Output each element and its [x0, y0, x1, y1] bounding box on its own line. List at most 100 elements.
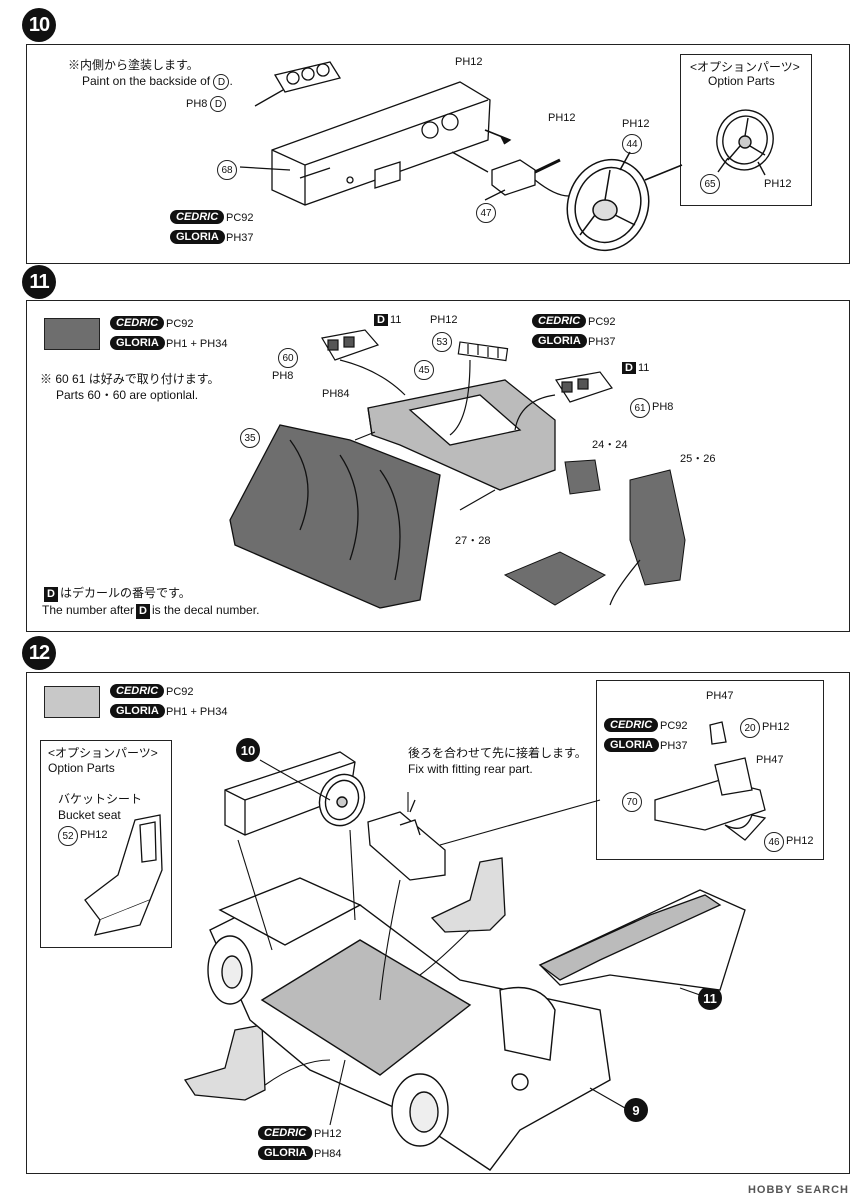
cedric-badge-11b: CEDRIC: [532, 314, 587, 328]
step-12-guide-lines: [237, 759, 701, 1126]
step-11-note-jp: ※ 60 61 は好みで取り付けます。: [40, 372, 220, 386]
vent-53-drawing: [457, 341, 509, 362]
option-title-en-12: Option Parts: [48, 761, 115, 775]
part-45: 45: [414, 360, 434, 380]
console-subassembly-box: [596, 680, 824, 860]
ref-ph47-20: PH47: [756, 754, 784, 766]
part-60: 60: [278, 348, 298, 368]
cedric-badge-sub: CEDRIC: [604, 718, 659, 732]
gloria-badge-sub: GLORIA: [604, 738, 659, 752]
step-10-ref-opt-wheel: PH12: [764, 178, 792, 190]
part-70: 70: [622, 792, 642, 812]
cedric-badge-12: CEDRIC: [110, 684, 165, 698]
cedric-ref-10: PC92: [226, 212, 254, 224]
cedric-ref-floor: PH12: [314, 1128, 342, 1140]
part-46: 46: [764, 832, 784, 852]
callout-step-10: 10: [236, 738, 260, 762]
step-12-number: 12: [22, 636, 56, 670]
step-11-panel: [26, 300, 850, 632]
ref-ph12-46: PH12: [786, 835, 814, 847]
ref-ph8-61: PH8: [652, 401, 674, 413]
step-10-ref-dash: PH12: [455, 56, 483, 68]
step-11-number: 11: [22, 265, 56, 299]
step-11-note-en: Parts 60・60 are optionlal.: [56, 388, 199, 402]
gloria-badge-11b: GLORIA: [532, 334, 587, 348]
gloria-ref-floor: PH84: [314, 1148, 342, 1160]
part-53: 53: [432, 332, 452, 352]
callout-step-9: 9: [624, 1098, 648, 1122]
part-24-24: 24・24: [592, 439, 628, 451]
callout-step-11: 11: [698, 986, 722, 1010]
dashboard-drawing: [239, 81, 512, 206]
rear-seat-drawing: [229, 424, 441, 609]
part-47: 47: [476, 203, 496, 223]
step-10-ref-d: PH8 D: [186, 96, 227, 112]
cedric-ref-11: PC92: [166, 318, 194, 330]
ref-ph12-20: PH12: [762, 721, 790, 733]
bucket-seat-jp: バケットシート: [58, 792, 143, 806]
ref-ph84: PH84: [322, 388, 350, 400]
part-25-26: 25・26: [680, 453, 716, 465]
option-title-jp-10: <オプションパーツ>: [690, 60, 800, 74]
gloria-badge-11: GLORIA: [110, 336, 165, 350]
step-11-arrows: [339, 359, 641, 606]
option-title-en-10: Option Parts: [708, 74, 775, 88]
steering-wheel-drawing: [566, 151, 683, 252]
cedric-badge-floor: CEDRIC: [258, 1126, 313, 1140]
gloria-ref-10: PH37: [226, 232, 254, 244]
option-title-jp-12: <オプションパーツ>: [48, 746, 158, 760]
step-10-ref-knob: PH12: [548, 112, 576, 124]
front-seat-drawing: [430, 857, 506, 933]
speaker-cover-61-drawing: [555, 371, 613, 403]
bucket-seat-drawing: [84, 814, 163, 936]
gloria-ref-11b: PH37: [588, 336, 616, 348]
gloria-ref-sub: PH37: [660, 740, 688, 752]
step-10-ref-wheel: PH12: [622, 118, 650, 130]
console-sub-drawing: [654, 721, 767, 841]
ref-ph8-60: PH8: [272, 370, 294, 382]
part-27-28: 27・28: [455, 535, 491, 547]
bucket-seat-en: Bucket seat: [58, 808, 121, 822]
speaker-cover-60-drawing: [321, 329, 380, 361]
color-swatch-11: [44, 318, 100, 350]
step-10-number: 10: [22, 8, 56, 42]
console-small-drawing: [367, 799, 446, 881]
step-10-note-en: Paint on the backside of D.: [82, 74, 233, 90]
cedric-ref-11b: PC92: [588, 316, 616, 328]
cedric-ref-sub: PC92: [660, 720, 688, 732]
fit-note-jp: 後ろを合わせて先に接着します。: [408, 746, 587, 760]
gloria-badge-10: GLORIA: [170, 230, 225, 244]
seat-cushion-27-drawing: [503, 551, 607, 606]
part-68: 68: [217, 160, 237, 180]
gauge-cover-drawing: [254, 61, 342, 107]
gloria-ref-12: PH1 + PH34: [166, 706, 228, 718]
cedric-badge-10: CEDRIC: [170, 210, 225, 224]
front-seat-left-drawing: [183, 1024, 266, 1101]
step-10-note-jp: ※内側から塗装します。: [68, 58, 199, 72]
fit-note-en: Fix with fitting rear part.: [408, 762, 533, 776]
gloria-badge-12: GLORIA: [110, 704, 165, 718]
part-61: 61: [630, 398, 650, 418]
ref-ph12-52: PH12: [80, 829, 108, 841]
rear-seat-assembly-drawing: [538, 889, 746, 991]
ref-ph12-11: PH12: [430, 314, 458, 326]
gloria-ref-11: PH1 + PH34: [166, 338, 228, 350]
part-44: 44: [622, 134, 642, 154]
part-52: 52: [58, 826, 78, 846]
part-65: 65: [700, 174, 720, 194]
cedric-badge-11: CEDRIC: [110, 316, 165, 330]
cedric-ref-12: PC92: [166, 686, 194, 698]
part-35: 35: [240, 428, 260, 448]
cushion-24-drawing: [564, 459, 601, 495]
watermark: HOBBY SEARCH: [747, 1184, 849, 1196]
ref-ph47-top: PH47: [706, 690, 734, 702]
steering-wheel-small-drawing: [318, 773, 366, 827]
shift-knob-drawing: [451, 151, 576, 201]
